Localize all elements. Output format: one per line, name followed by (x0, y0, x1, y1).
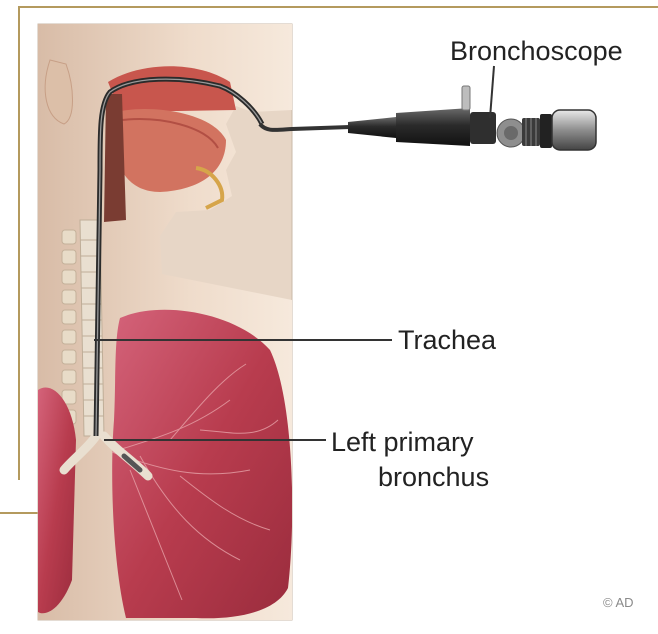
copyright-credit: © AD (603, 595, 634, 610)
bronchoscope-handle (348, 86, 596, 150)
label-left-primary-bronchus-line2: bronchus (378, 462, 489, 493)
right-lung (38, 387, 76, 613)
bronchoscope-leader (490, 66, 494, 118)
label-left-primary-bronchus-line1: Left primary (331, 427, 474, 458)
label-trachea: Trachea (398, 325, 496, 356)
label-bronchoscope: Bronchoscope (450, 36, 623, 67)
